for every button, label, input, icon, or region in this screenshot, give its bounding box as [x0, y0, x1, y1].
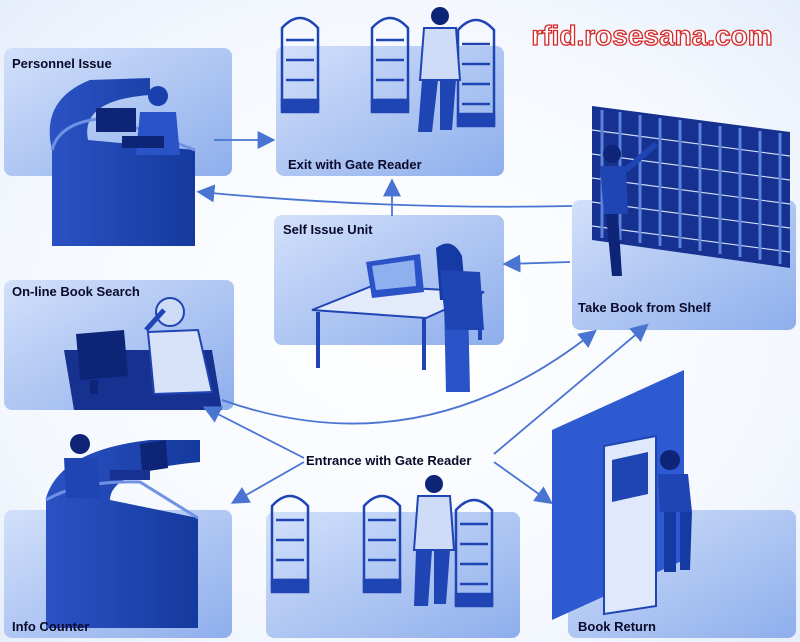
info-counter-illustration	[45, 434, 200, 628]
entrance-gate-illustration	[270, 494, 494, 608]
bookshelf-illustration	[591, 106, 791, 276]
site-watermark: rfid.rosesana.com	[531, 19, 774, 51]
arrow-entrance-to-shelf	[493, 323, 649, 455]
arrow-shelf-to-personnel	[196, 184, 573, 208]
exit-person-illustration	[418, 7, 462, 132]
online-search-illustration	[64, 297, 222, 410]
label-personnel-issue: Personnel Issue	[12, 56, 112, 71]
flow-arrows	[196, 131, 649, 505]
label-entrance-gate: Entrance with Gate Reader	[306, 453, 472, 468]
exit-gate-illustration	[280, 16, 496, 128]
label-take-book: Take Book from Shelf	[578, 300, 711, 315]
entrance-person-illustration	[412, 475, 456, 606]
watermark-text: rfid.rosesana.com	[531, 20, 772, 51]
arrow-entrance-to-counter	[230, 461, 305, 504]
label-exit-gate: Exit with Gate Reader	[288, 157, 422, 172]
self-issue-illustration	[311, 243, 485, 392]
personnel-desk-illustration	[49, 78, 196, 246]
arrow-shelf-to-self-issue	[502, 254, 571, 273]
label-online-search: On-line Book Search	[12, 284, 140, 299]
panel-entrance-gate	[266, 512, 520, 638]
label-self-issue: Self Issue Unit	[283, 222, 373, 237]
label-info-counter: Info Counter	[12, 619, 90, 634]
label-book-return: Book Return	[578, 619, 656, 634]
arrow-entrance-to-online	[202, 406, 305, 459]
arrow-online-to-shelf	[221, 329, 597, 425]
book-return-illustration	[552, 370, 692, 620]
arrow-entrance-to-return	[493, 461, 553, 505]
